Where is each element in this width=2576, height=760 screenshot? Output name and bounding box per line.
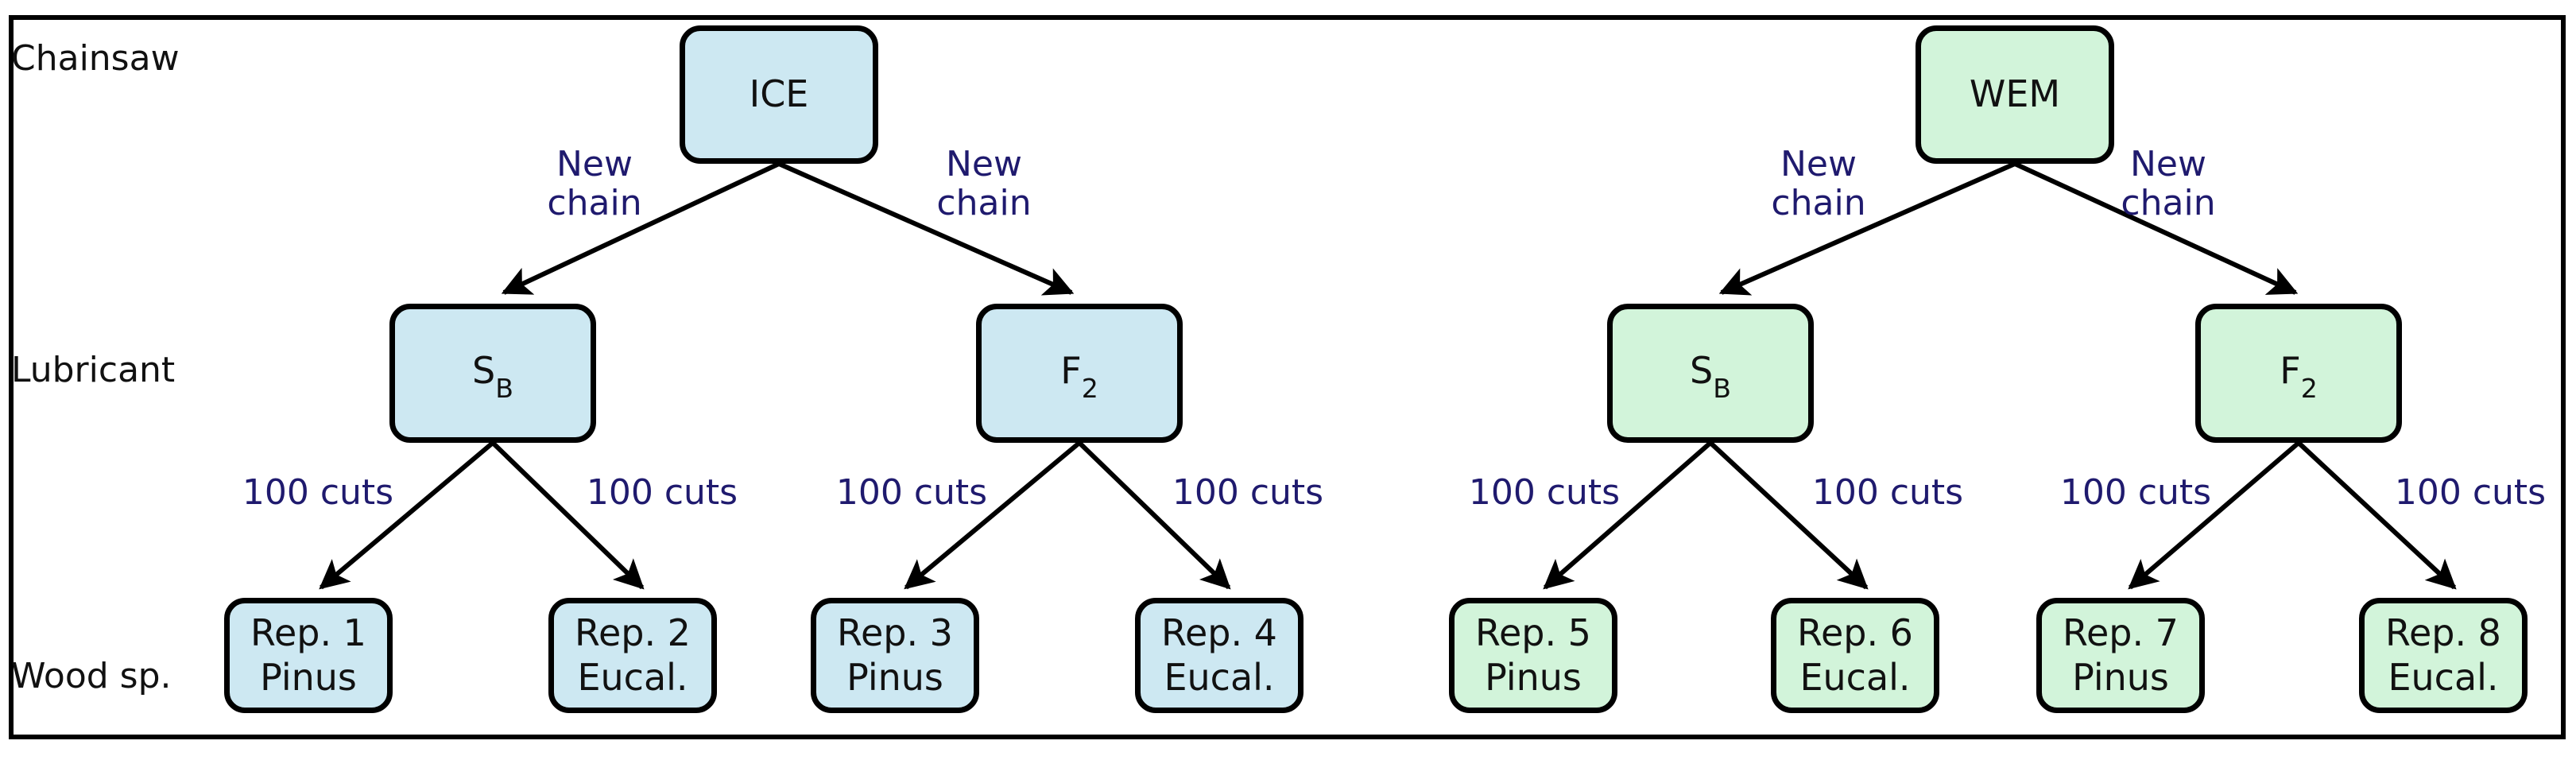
- node-ice[interactable]: ICE: [680, 25, 878, 164]
- node-rep2[interactable]: Rep. 2 Eucal.: [548, 598, 717, 713]
- node-rep4-label: Rep. 4: [1161, 611, 1277, 654]
- node-rep1-label: Rep. 1: [250, 611, 366, 654]
- node-rep1-species: Pinus: [260, 655, 357, 699]
- edge-label-line1: 100 cuts: [2059, 472, 2212, 513]
- node-rep5-label: Rep. 5: [1475, 611, 1591, 654]
- row-label-wood-species: Wood sp.: [11, 656, 172, 696]
- node-ice-label: ICE: [749, 72, 809, 116]
- edge-label-line1: 100 cuts: [1468, 472, 1621, 513]
- edge-label-line1: New: [1780, 144, 1857, 184]
- row-label-lubricant: Lubricant: [11, 350, 176, 390]
- edge-label-line1: 100 cuts: [1172, 472, 1324, 513]
- node-wem-sb[interactable]: SB: [1607, 304, 1814, 443]
- edge-label-line2: chain: [2121, 183, 2216, 224]
- edge-label-line1: 100 cuts: [1811, 472, 1964, 513]
- node-rep8-label: Rep. 8: [2385, 611, 2501, 654]
- edge-label-cuts-1: 100 cuts: [242, 473, 393, 512]
- node-ice-f2[interactable]: F2: [976, 304, 1183, 443]
- node-rep5-species: Pinus: [1485, 655, 1582, 699]
- edge-label-cuts-8: 100 cuts: [2395, 473, 2546, 512]
- edge-label-ice-left: New chain: [547, 145, 641, 223]
- edge-label-line1: New: [946, 144, 1022, 184]
- outer-frame: [9, 15, 2566, 739]
- edge-label-line1: 100 cuts: [242, 472, 394, 513]
- node-wem[interactable]: WEM: [1916, 25, 2114, 164]
- edge-label-line2: chain: [1771, 183, 1866, 224]
- edge-label-cuts-3: 100 cuts: [836, 473, 987, 512]
- edge-label-cuts-2: 100 cuts: [587, 473, 738, 512]
- node-wem-sb-label: SB: [1690, 349, 1731, 404]
- node-wem-f2-label: F2: [2280, 349, 2318, 404]
- node-rep2-label: Rep. 2: [575, 611, 691, 654]
- node-rep4[interactable]: Rep. 4 Eucal.: [1135, 598, 1303, 713]
- edge-label-cuts-5: 100 cuts: [1469, 473, 1620, 512]
- edge-label-line2: chain: [936, 183, 1032, 224]
- node-rep7[interactable]: Rep. 7 Pinus: [2036, 598, 2205, 713]
- node-rep6[interactable]: Rep. 6 Eucal.: [1771, 598, 1939, 713]
- edge-label-line1: 100 cuts: [835, 472, 988, 513]
- node-ice-f2-label: F2: [1060, 349, 1098, 404]
- edge-label-ice-right: New chain: [936, 145, 1031, 223]
- node-ice-sb-label: SB: [472, 349, 513, 404]
- node-rep8[interactable]: Rep. 8 Eucal.: [2359, 598, 2528, 713]
- edge-label-line2: chain: [547, 183, 642, 224]
- edge-label-wem-left: New chain: [1771, 145, 1865, 223]
- node-wem-label: WEM: [1969, 72, 2061, 116]
- node-rep8-species: Eucal.: [2388, 655, 2499, 699]
- edge-label-line1: New: [556, 144, 633, 184]
- node-rep4-species: Eucal.: [1164, 655, 1275, 699]
- node-wem-f2[interactable]: F2: [2195, 304, 2402, 443]
- node-rep3-label: Rep. 3: [837, 611, 953, 654]
- edge-label-line1: 100 cuts: [586, 472, 738, 513]
- edge-label-cuts-4: 100 cuts: [1172, 473, 1323, 512]
- node-rep7-species: Pinus: [2072, 655, 2169, 699]
- edge-label-cuts-7: 100 cuts: [2060, 473, 2211, 512]
- edge-label-line1: New: [2130, 144, 2206, 184]
- node-rep3[interactable]: Rep. 3 Pinus: [811, 598, 979, 713]
- node-ice-sb[interactable]: SB: [389, 304, 596, 443]
- node-rep7-label: Rep. 7: [2063, 611, 2179, 654]
- edge-label-wem-right: New chain: [2121, 145, 2215, 223]
- node-rep6-species: Eucal.: [1799, 655, 1911, 699]
- edge-label-line1: 100 cuts: [2394, 472, 2547, 513]
- node-rep5[interactable]: Rep. 5 Pinus: [1449, 598, 1617, 713]
- node-rep2-species: Eucal.: [577, 655, 688, 699]
- row-label-chainsaw: Chainsaw: [11, 38, 180, 79]
- node-rep1[interactable]: Rep. 1 Pinus: [224, 598, 393, 713]
- node-rep6-label: Rep. 6: [1797, 611, 1913, 654]
- edge-label-cuts-6: 100 cuts: [1812, 473, 1963, 512]
- node-rep3-species: Pinus: [846, 655, 943, 699]
